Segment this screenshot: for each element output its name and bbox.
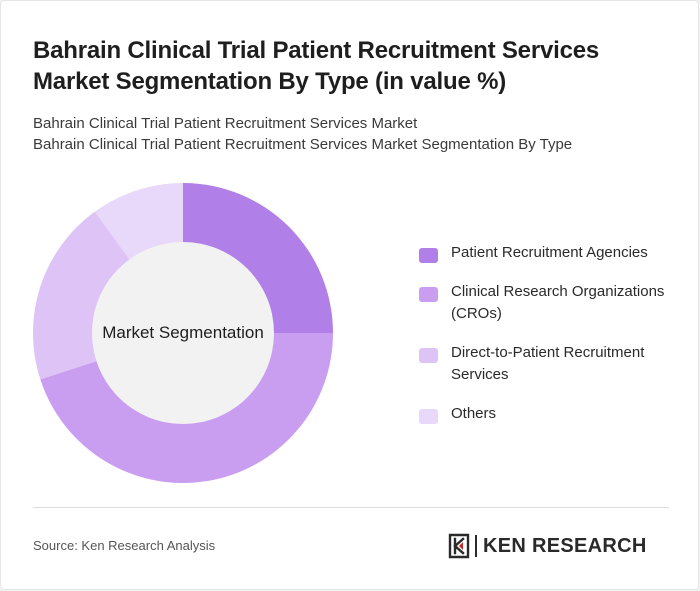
chart-title: Bahrain Clinical Trial Patient Recruitme… (33, 37, 600, 95)
ken-research-logo: KEN RESEARCH (448, 531, 647, 561)
ken-research-k-logo-icon (448, 533, 470, 559)
chart-subtitle-market: Bahrain Clinical Trial Patient Recruitme… (33, 115, 418, 132)
legend-swatch-3 (419, 348, 438, 363)
legend-item-3: Direct-to-Patient Recruitment Services (419, 342, 689, 386)
donut-hole (92, 242, 274, 424)
legend-item-2: Clinical Research Organizations (CROs) (419, 281, 689, 325)
legend-item-1: Patient Recruitment Agencies (419, 242, 689, 264)
logo-wordmark: KEN RESEARCH (483, 535, 647, 557)
footer-divider (33, 507, 669, 508)
legend-item-4: Others (419, 403, 689, 425)
donut-chart (32, 183, 334, 484)
legend-label-1: Patient Recruitment Agencies (451, 244, 648, 261)
legend-swatch-4 (419, 409, 438, 424)
legend-swatch-2 (419, 287, 438, 302)
logo-separator (475, 535, 477, 557)
legend-label-3: Direct-to-Patient Recruitment Services (451, 344, 645, 383)
source-note: Source: Ken Research Analysis (33, 538, 216, 553)
legend-swatch-1 (419, 248, 438, 263)
legend-label-4: Others (451, 405, 497, 422)
legend-label-2: Clinical Research Organizations (CROs) (451, 283, 665, 322)
donut-center-label: Market Segmentation (102, 323, 264, 342)
chart-subtitle-segmentation: Bahrain Clinical Trial Patient Recruitme… (33, 136, 573, 153)
